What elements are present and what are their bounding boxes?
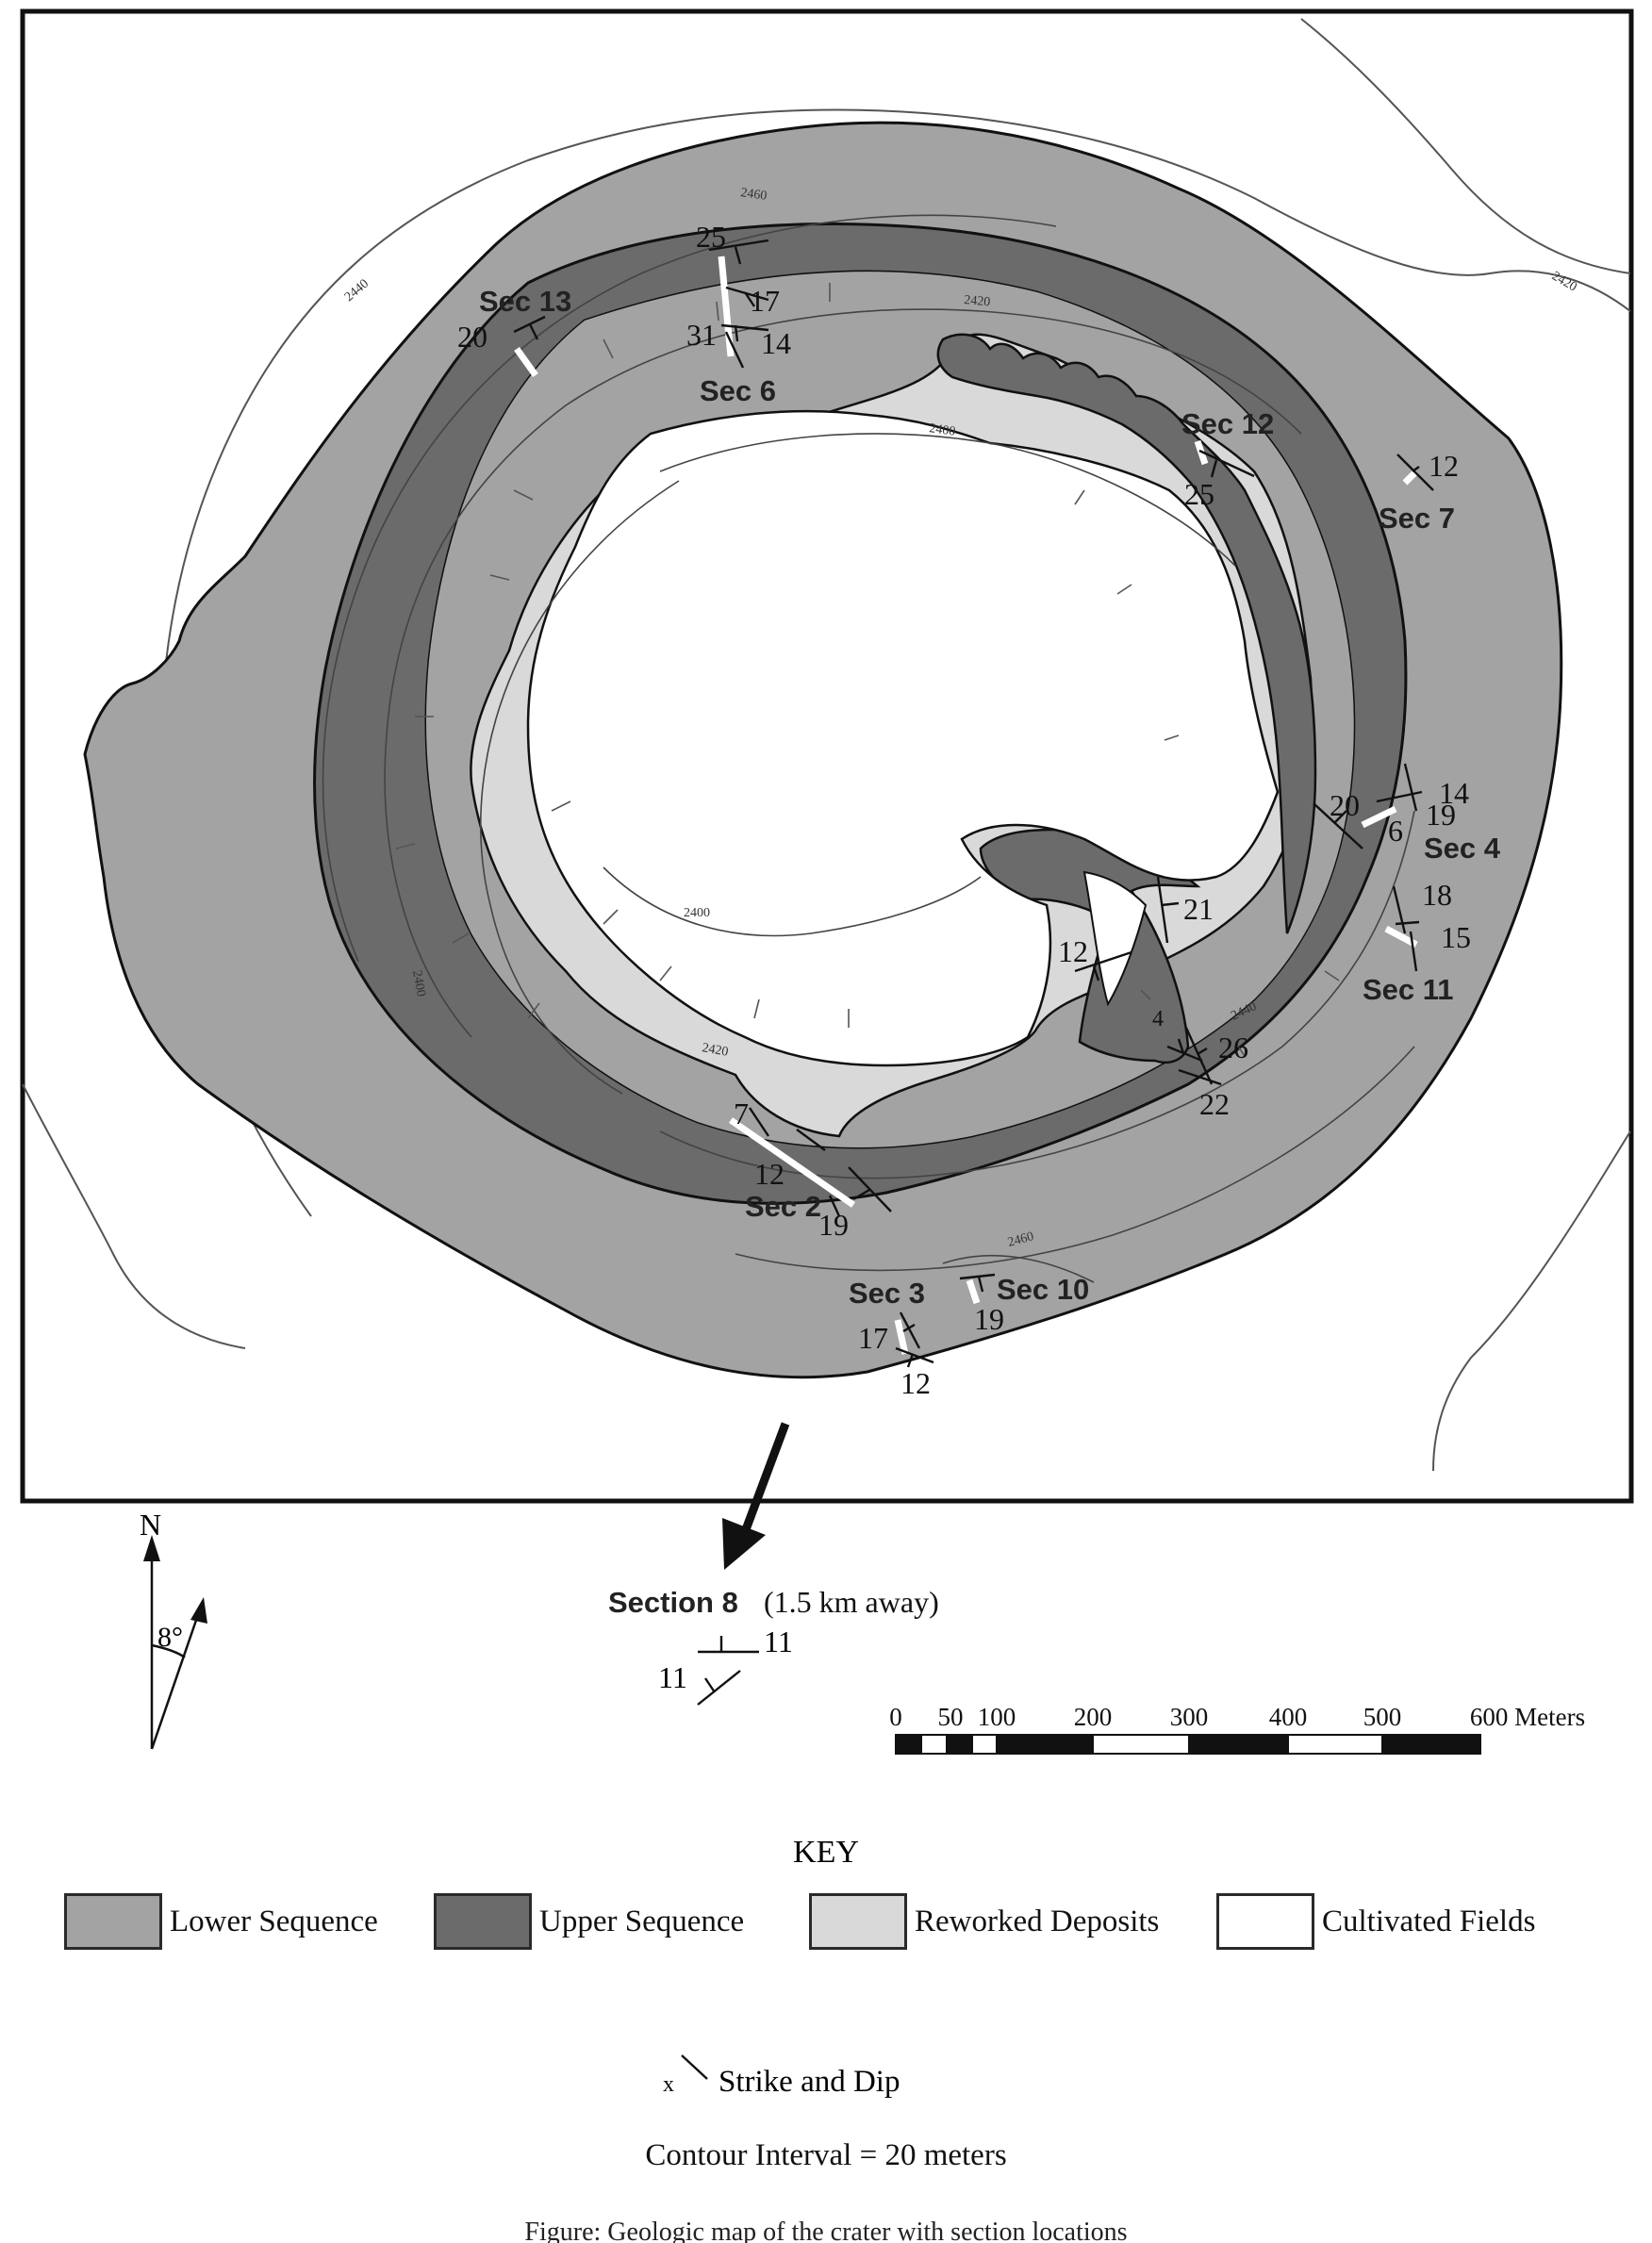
north-arrow	[143, 1535, 207, 1750]
cultivated-fields	[526, 409, 1280, 1067]
section-label-12: Sec 12	[1181, 407, 1274, 440]
dip-value: 20	[1330, 788, 1360, 822]
dip-value: 14	[1439, 776, 1469, 810]
dip-value: 14	[761, 326, 791, 360]
section-label-6: Sec 6	[700, 374, 776, 407]
declination-label: 8°	[157, 1622, 183, 1653]
strike-dip-key-label: Strike and Dip	[719, 2065, 900, 2099]
legend-swatch	[434, 1893, 532, 1950]
contour-label: 2400	[409, 969, 428, 998]
strike-dip-symbols	[513, 239, 1434, 1368]
scale-label: 100	[978, 1703, 1016, 1731]
dip-value: 26	[1218, 1031, 1248, 1064]
legend: Lower Sequence Upper Sequence Reworked D…	[64, 1890, 1592, 1953]
section-label-2: Sec 2	[745, 1190, 821, 1223]
section-label-7: Sec 7	[1379, 502, 1455, 535]
dip-value: 22	[1199, 1087, 1230, 1121]
upper-sequence-wavy-band	[936, 333, 1317, 934]
dip-values: 20 25 17 31 14 25 12 20 6 14 19 18 15 7 …	[457, 220, 1471, 1400]
strike-dip-key-x: x	[663, 2072, 674, 2097]
north-label: N	[140, 1508, 161, 1542]
scale-label: 0	[889, 1703, 902, 1731]
contour-label: 2400	[928, 421, 956, 439]
section-label-11: Sec 11	[1363, 973, 1454, 1006]
scale-label: 50	[938, 1703, 964, 1731]
contour-label: 2400	[684, 906, 710, 920]
dip-value: 17	[750, 284, 780, 318]
scale-label: 300	[1170, 1703, 1209, 1731]
legend-item-reworked-deposits: Reworked Deposits	[809, 1890, 1159, 1953]
legend-label: Reworked Deposits	[915, 1904, 1160, 1938]
strike-dip-key-symbol	[681, 2054, 708, 2080]
dip-value: 21	[1183, 892, 1214, 926]
scale-label: 600 Meters	[1470, 1703, 1585, 1731]
legend-label: Cultivated Fields	[1322, 1904, 1536, 1938]
legend-label: Upper Sequence	[539, 1904, 745, 1938]
contour-label: 2420	[964, 293, 991, 309]
section-label-4: Sec 4	[1424, 832, 1501, 865]
legend-item-upper-sequence: Upper Sequence	[434, 1890, 744, 1953]
cultivated-patch	[1082, 870, 1148, 1007]
scale-bar	[895, 1734, 1481, 1755]
dip-value: 12	[1058, 934, 1088, 968]
legend-swatch	[64, 1893, 162, 1950]
dip-value: 25	[696, 220, 726, 254]
dip-value: 12	[900, 1366, 931, 1400]
legend-swatch	[809, 1893, 907, 1950]
section8-dip: 11	[764, 1625, 793, 1658]
dip-value: 4	[1152, 1007, 1164, 1031]
dip-value: 19	[974, 1302, 1004, 1336]
section8-arrow	[722, 1422, 790, 1570]
inner-contours	[322, 214, 1415, 1283]
dip-value: 25	[1184, 477, 1214, 511]
dip-value: 6	[1388, 814, 1403, 848]
key-title: KEY	[793, 1835, 859, 1870]
dip-value: 12	[1429, 449, 1459, 483]
section-label-10: Sec 10	[997, 1273, 1089, 1306]
dip-value: 12	[754, 1157, 785, 1191]
section8-name: Section 8	[608, 1586, 738, 1619]
section8-strike-dip	[697, 1636, 759, 1706]
section8-dip: 11	[658, 1660, 687, 1694]
section-label-13: Sec 13	[479, 285, 571, 318]
dip-value: 7	[734, 1097, 749, 1130]
contour-label: 2420	[701, 1041, 729, 1060]
figure-caption: Figure: Geologic map of the crater with …	[524, 2218, 1128, 2243]
dip-value: 19	[818, 1208, 849, 1242]
scale-label: 200	[1074, 1703, 1113, 1731]
contour-interval: Contour Interval = 20 meters	[645, 2138, 1007, 2172]
dip-value: 18	[1422, 878, 1452, 912]
legend-label: Lower Sequence	[170, 1904, 378, 1938]
legend-item-cultivated-fields: Cultivated Fields	[1216, 1890, 1535, 1953]
contour-label: 2460	[1006, 1229, 1035, 1250]
scale-label: 400	[1269, 1703, 1308, 1731]
dip-value: 17	[858, 1321, 888, 1355]
legend-swatch	[1216, 1893, 1314, 1950]
dip-value: 20	[457, 320, 487, 354]
dip-value: 15	[1441, 920, 1471, 954]
contour-label: 2460	[739, 186, 768, 204]
section-label-3: Sec 3	[849, 1277, 925, 1310]
scale-label: 500	[1363, 1703, 1402, 1731]
scale-labels: 0 50 100 200 300 400 500 600 Meters	[889, 1703, 1585, 1731]
dip-value: 19	[1426, 798, 1456, 832]
legend-item-lower-sequence: Lower Sequence	[64, 1890, 378, 1953]
dip-value: 31	[686, 318, 717, 352]
contour-ticks	[395, 283, 1340, 1057]
section-labels: Sec 13 Sec 6 Sec 12 Sec 7 Sec 4 Sec 11 S…	[479, 285, 1501, 1310]
section8-note: (1.5 km away)	[764, 1585, 939, 1619]
